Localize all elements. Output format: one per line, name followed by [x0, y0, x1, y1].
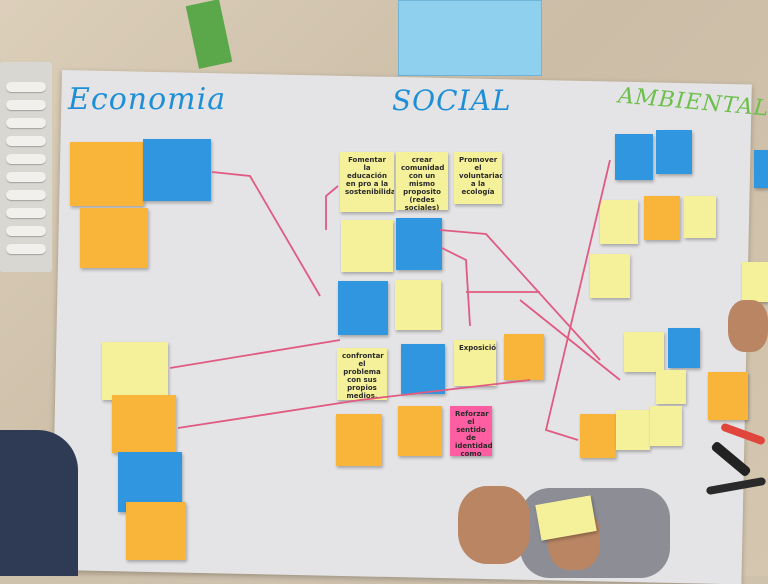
arrow	[325, 185, 339, 230]
sticky-note	[504, 334, 544, 380]
arrow	[519, 299, 621, 381]
arrow	[177, 379, 531, 429]
sticky-note	[336, 414, 382, 466]
arrow	[441, 247, 471, 327]
sticky-note	[112, 395, 176, 453]
sticky-note	[600, 200, 638, 244]
heading-economia: Economia	[68, 82, 227, 117]
sticky-note	[644, 196, 680, 240]
sticky-note	[341, 220, 393, 272]
sticky-note: Exposición	[454, 340, 496, 386]
arrow	[544, 159, 611, 441]
notebook	[398, 0, 542, 76]
person-left	[0, 430, 78, 576]
sticky-note	[398, 406, 442, 456]
heading-social: SOCIAL	[392, 84, 512, 117]
hand	[458, 486, 530, 564]
sticky-note	[396, 218, 442, 270]
marker	[6, 190, 46, 200]
marker	[6, 226, 46, 236]
sticky-note	[656, 370, 686, 404]
sticky-note	[338, 281, 388, 335]
sticky-note: Fomentar la educación en pro a la sosten…	[340, 152, 394, 212]
sticky-note	[580, 414, 616, 458]
marker	[6, 208, 46, 218]
sticky-note	[126, 502, 186, 560]
sticky-note	[401, 344, 445, 394]
sticky-note	[615, 134, 653, 180]
sticky-note: Reforzar el sentido de identidad como si…	[450, 406, 492, 456]
arrow	[439, 229, 601, 361]
sticky-note	[70, 142, 144, 206]
sticky-note: confrontar el problema con sus propios m…	[337, 348, 387, 400]
markers-tray-icon	[0, 62, 52, 272]
marker	[6, 136, 46, 146]
sticky-note	[650, 406, 682, 446]
marker	[6, 172, 46, 182]
marker	[6, 82, 46, 92]
sticky-note	[754, 150, 768, 188]
sticky-note	[624, 332, 664, 372]
sticky-note-pad	[708, 372, 748, 420]
sticky-note	[684, 196, 716, 238]
arrow	[169, 339, 341, 369]
sticky-note	[80, 208, 148, 268]
sticky-note	[656, 130, 692, 174]
marker	[6, 244, 46, 254]
hand	[728, 300, 768, 352]
sticky-note: Promover el voluntariado a la ecología	[454, 152, 502, 204]
sticky-note	[395, 280, 441, 330]
sticky-note	[102, 342, 168, 400]
sticky-note	[742, 262, 768, 302]
sticky-note: crear comunidad con un mismo proposito (…	[396, 152, 448, 210]
sticky-note	[616, 410, 650, 450]
sticky-note	[143, 139, 211, 201]
sticky-note	[590, 254, 630, 298]
sticky-note	[668, 328, 700, 368]
marker	[6, 154, 46, 164]
marker	[6, 118, 46, 128]
marker	[6, 100, 46, 110]
arrow	[211, 171, 321, 297]
